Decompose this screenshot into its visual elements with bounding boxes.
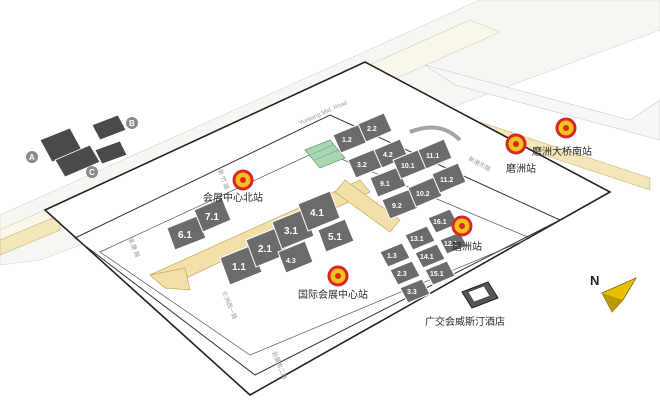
station-north[interactable] (232, 169, 254, 191)
station-mozhou-c[interactable] (451, 215, 473, 237)
hall-label-2-3: 2.3 (397, 271, 407, 278)
green-building-stripe-1 (309, 144, 334, 156)
hall-label-14-1: 14.1 (420, 254, 434, 261)
hall-label-16-1: 16.1 (433, 219, 447, 226)
area-b-halls (332, 112, 467, 220)
legend-badge-c (86, 166, 98, 178)
hall-14-1 (414, 243, 446, 269)
hall-label-2-2: 2.2 (367, 126, 377, 133)
station-north-label[interactable]: 会展中心北站 (203, 191, 263, 204)
hall-2-2 (357, 112, 393, 143)
hall-7-1 (193, 197, 232, 233)
station-mozhou-c-marker-core (459, 223, 465, 229)
hall-4-1 (297, 190, 341, 232)
hall-label-9-1: 9.1 (380, 181, 390, 188)
station-bridge-south-label[interactable]: 磨洲大桥南站 (532, 145, 592, 158)
area-legend: A B C (26, 114, 138, 178)
station-mozhou-b-label[interactable]: 磨洲站 (506, 162, 536, 175)
hall-label-4-1: 4.1 (310, 208, 324, 219)
station-mozhou-b[interactable] (505, 133, 527, 155)
hall-label-1-2: 1.2 (342, 137, 352, 144)
inner-outline (74, 114, 562, 376)
station-bridge-south[interactable] (555, 117, 577, 139)
green-building-stripe-2 (314, 149, 339, 161)
station-intl-marker-core (335, 273, 341, 279)
hall-label-10-2: 10.2 (416, 191, 430, 198)
right-road-strip (424, 64, 660, 141)
hall-label-4-2: 4.2 (383, 152, 393, 159)
hall-9-1 (369, 166, 407, 198)
compass-letter: N (590, 273, 599, 288)
hall-label-11-2: 11.2 (440, 177, 453, 184)
legend-shape-b (91, 114, 127, 141)
hall-label-7-1: 7.1 (205, 212, 219, 223)
hall-1-2 (332, 123, 369, 154)
compass-needle-dark (602, 293, 623, 312)
legend-shape-a-2 (54, 144, 101, 178)
hall-11-1 (417, 138, 453, 170)
hall-label-1-3: 1.3 (387, 253, 397, 260)
station-intl-label[interactable]: 国际会展中心站 (298, 288, 368, 301)
hall-label-12-1: 12.1 (444, 241, 458, 248)
hall-label-3-1: 3.1 (284, 226, 298, 237)
station-bridge-south-marker-core (563, 125, 569, 131)
hall-12-1 (439, 231, 468, 255)
hall-5-1 (317, 218, 355, 253)
hall-2-3 (389, 260, 421, 286)
hall-label-5-1: 5.1 (328, 232, 342, 243)
hall-label-3-3: 3.3 (407, 289, 417, 296)
arc-building (409, 125, 462, 142)
hall-label-2-1: 2.1 (258, 244, 272, 255)
legend-letter-c: C (89, 168, 95, 177)
station-intl[interactable] (327, 265, 349, 287)
hall-10-2 (407, 176, 443, 208)
hotel-label: 广交会威斯汀酒店 (425, 315, 505, 328)
legend-badge-a (26, 151, 38, 163)
green-building (304, 139, 346, 169)
hall-label-15-1: 15.1 (430, 271, 444, 278)
legend-badge-b (126, 117, 138, 129)
legend-letter-b: B (129, 119, 135, 128)
compass-rose: N (590, 273, 637, 313)
legend-letter-a: A (29, 153, 35, 162)
hall-11-2 (431, 162, 467, 194)
green-building-body (304, 139, 346, 169)
hall-label-11-1: 11.1 (426, 153, 439, 160)
hall-label-3-2: 3.2 (357, 162, 367, 169)
hall-6-1 (166, 215, 207, 251)
area-a-halls (166, 190, 355, 286)
hall-labels: 6.1 7.1 1.1 2.1 3.1 4.1 5.1 1.2 2.2 3.2 … (178, 126, 458, 296)
hall-1-3 (379, 242, 411, 268)
hall-label-6-1: 6.1 (178, 230, 192, 241)
station-mozhou-c-label[interactable]: 磨洲站 (452, 240, 482, 253)
left-yellow-strip (0, 214, 61, 256)
hotel-inner (467, 285, 491, 303)
hall-label-9-2: 9.2 (392, 203, 402, 210)
station-mozhou-b-marker-core (513, 141, 519, 147)
station-north-marker-core (240, 177, 246, 183)
walkway-arrow (149, 267, 191, 291)
legend-shape-c (94, 140, 128, 165)
hall-13-1 (404, 225, 436, 251)
hall-extra-1 (277, 240, 314, 274)
hall-label-4-3: 4.3 (286, 258, 296, 265)
area-c-halls (379, 208, 468, 304)
hall-9-2 (381, 188, 419, 220)
hotel-building (461, 281, 499, 309)
walkway-branch (334, 179, 401, 233)
hall-label-10-1: 10.1 (401, 163, 415, 170)
hall-label-1-1: 1.1 (232, 262, 246, 273)
hall-label-13-1: 13.1 (410, 236, 424, 243)
hall-3-3 (399, 278, 431, 304)
hall-15-1 (424, 260, 456, 286)
